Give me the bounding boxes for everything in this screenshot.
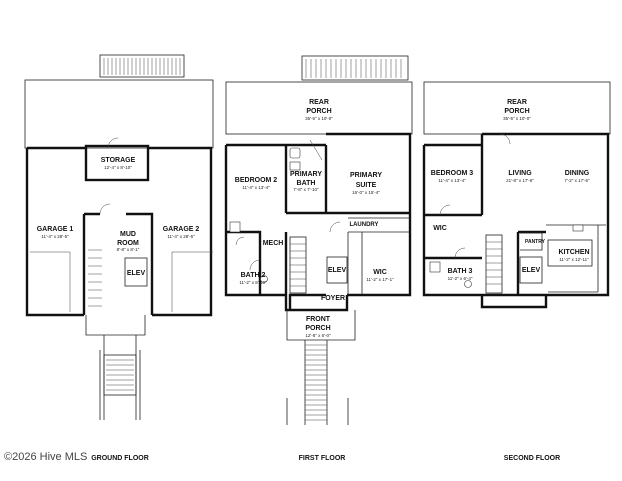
front-porch-dim: 12'-8" x 6'-0" bbox=[305, 333, 331, 338]
first-rear-porch-label-1: REAR bbox=[309, 99, 329, 106]
front-porch-label-1: FRONT bbox=[306, 316, 331, 323]
mudroom-walls bbox=[84, 212, 154, 315]
living-label: LIVING bbox=[508, 170, 532, 177]
first-elevator bbox=[326, 256, 348, 284]
bedroom3-dim: 11'-4" x 13'-4" bbox=[438, 178, 466, 183]
mudroom-label-1: MUD bbox=[120, 231, 136, 238]
primary-bath-label-1: PRIMARY bbox=[290, 171, 322, 178]
primary-suite-label-2: SUITE bbox=[356, 182, 377, 189]
mudroom-label-2: ROOM bbox=[117, 240, 139, 247]
bedroom3-label: BEDROOM 3 bbox=[431, 170, 474, 177]
pantry-label: PANTRY bbox=[525, 239, 546, 245]
first-exterior-wall bbox=[224, 132, 412, 310]
bath3-dim: 11'-2" x 6'-4" bbox=[448, 276, 473, 281]
storage-dim: 12'-4" x 8'-10" bbox=[104, 165, 132, 170]
storage-walls bbox=[84, 144, 150, 182]
second-elevator bbox=[519, 256, 543, 284]
garage2-dim: 11'-4" x 28'-5" bbox=[167, 234, 195, 239]
second-elev-label: ELEV bbox=[522, 267, 541, 274]
garage1-dim: 11'-4" x 28'-5" bbox=[41, 234, 69, 239]
storage-label: STORAGE bbox=[101, 157, 136, 164]
living-dim: 21'-8" x 17'-6" bbox=[506, 178, 534, 183]
ground-porch-overhang bbox=[24, 79, 214, 149]
primary-suite-label-1: PRIMARY bbox=[350, 172, 382, 179]
primary-bath-dim: 7'-8" x 7'-10" bbox=[293, 187, 319, 192]
first-elev-label: ELEV bbox=[328, 267, 347, 274]
second-rear-porch-label-2: PORCH bbox=[504, 108, 529, 115]
kitchen-dim: 11'-2" x 12'-11" bbox=[559, 257, 589, 262]
bedroom2-dim: 11'-4" x 13'-4" bbox=[242, 185, 270, 190]
first-wic-dim: 11'-2" x 17'-1" bbox=[366, 277, 394, 282]
second-wic-label: WIC bbox=[433, 225, 447, 232]
foyer-label: FOYER bbox=[321, 295, 345, 302]
mls-watermark: ©2026 Hive MLS bbox=[4, 451, 88, 463]
ground-floor-plan: STORAGE 12'-4" x 8'-10" GARAGE 1 11'-4" … bbox=[24, 54, 214, 462]
second-floor-plan: REAR PORCH 35'-5" x 10'-0" BEDROOM 3 11'… bbox=[422, 81, 611, 462]
laundry-label: LAUNDRY bbox=[349, 222, 378, 228]
ground-upper-balcony bbox=[99, 54, 185, 78]
primary-suite-dim: 16'-0" x 15'-4" bbox=[352, 190, 380, 195]
dining-label: DINING bbox=[565, 170, 590, 177]
ground-elevator bbox=[124, 257, 148, 287]
first-floor-title: FIRST FLOOR bbox=[299, 455, 346, 462]
first-floor-plan: REAR PORCH 35'-5" x 10'-0" BEDROOM 2 11'… bbox=[224, 55, 413, 462]
bath3-label: BATH 3 bbox=[448, 268, 473, 275]
bath2-label: BATH 2 bbox=[241, 272, 266, 279]
first-wic-label: WIC bbox=[373, 269, 387, 276]
first-rear-porch-outline bbox=[225, 81, 413, 135]
ground-floor-title: GROUND FLOOR bbox=[91, 455, 149, 462]
bath2-dim: 11'-2" x 8'-10" bbox=[239, 280, 267, 285]
kitchen-label: KITCHEN bbox=[558, 249, 589, 256]
second-rear-porch-dim: 35'-5" x 10'-0" bbox=[503, 116, 531, 121]
mudroom-dim: 8'-8" x 8'-1" bbox=[117, 247, 140, 252]
garage2-label: GARAGE 2 bbox=[163, 226, 200, 233]
bedroom2-label: BEDROOM 2 bbox=[235, 177, 278, 184]
second-floor-title: SECOND FLOOR bbox=[504, 455, 560, 462]
ground-elev-label: ELEV bbox=[127, 270, 146, 277]
dining-dim: 7'-2" x 17'-6" bbox=[564, 178, 590, 183]
front-porch-label-2: PORCH bbox=[305, 325, 330, 332]
mech-label: MECH bbox=[263, 240, 284, 247]
garage1-label: GARAGE 1 bbox=[37, 226, 74, 233]
second-rear-porch-label-1: REAR bbox=[507, 99, 527, 106]
ground-exterior-wall bbox=[25, 146, 213, 317]
first-rear-porch-dim: 35'-5" x 10'-0" bbox=[305, 116, 333, 121]
first-rear-porch-label-2: PORCH bbox=[306, 108, 331, 115]
primary-bath-label-2: BATH bbox=[297, 180, 316, 187]
